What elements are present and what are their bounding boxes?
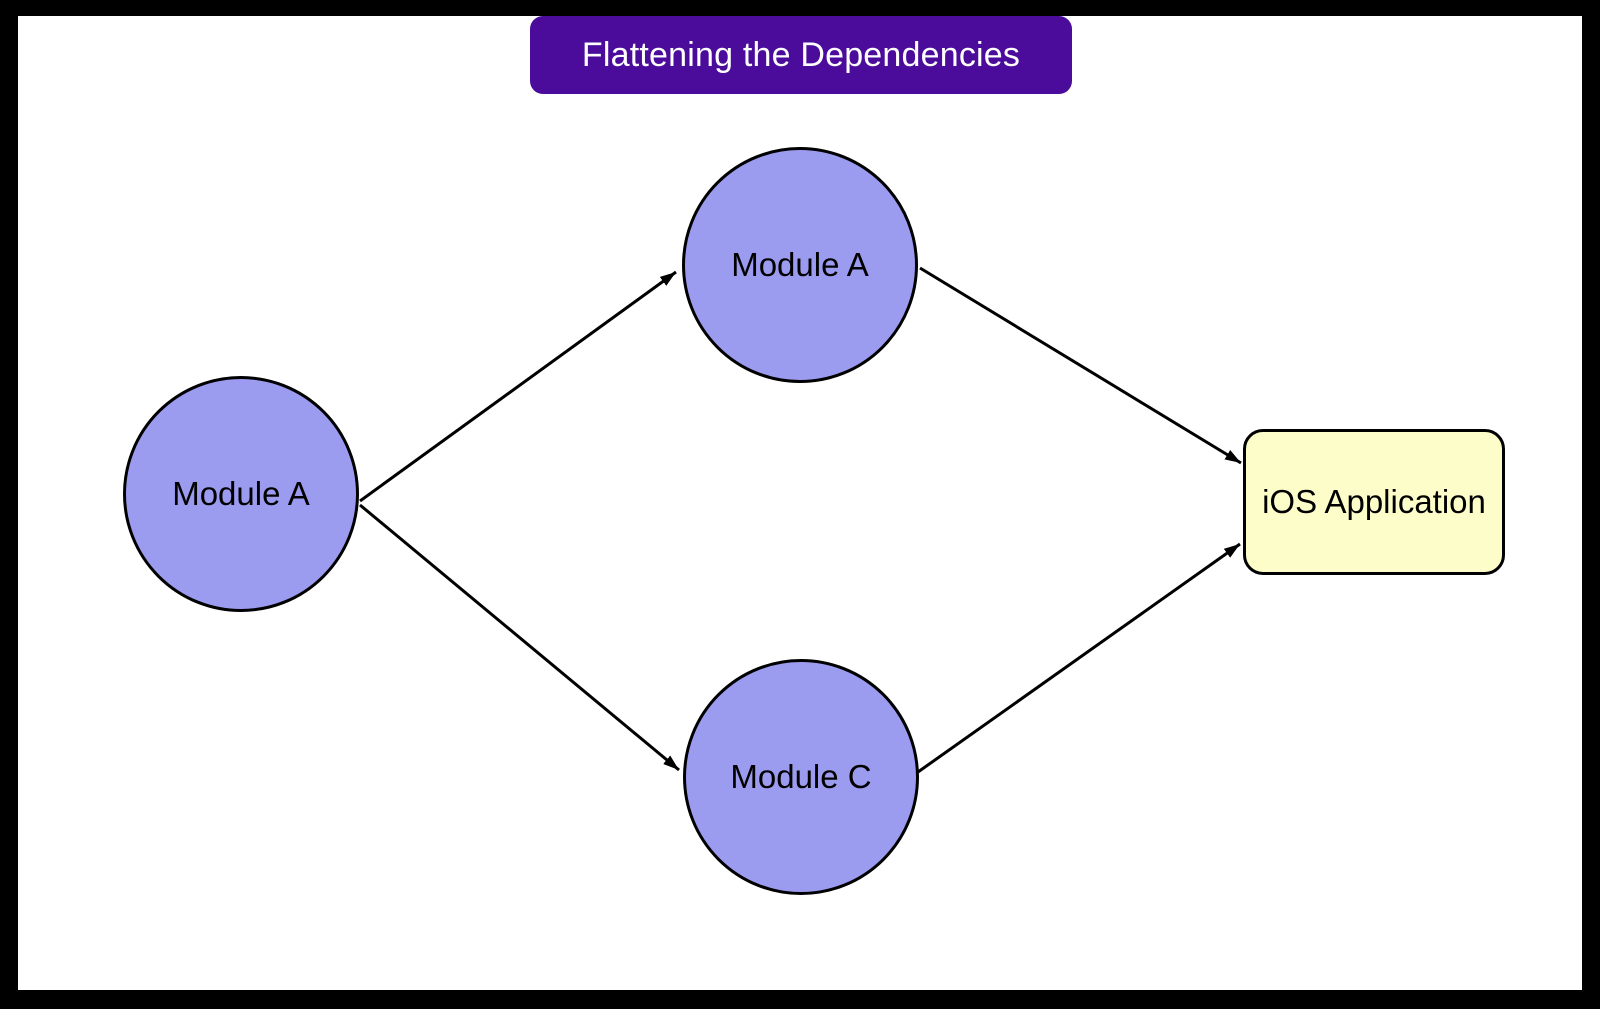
node-label: iOS Application — [1262, 483, 1486, 520]
node-module-a-left: Module A — [123, 376, 359, 612]
node-ios-application: iOS Application — [1243, 429, 1505, 575]
diagram-title: Flattening the Dependencies — [581, 35, 1021, 74]
node-label: Module A — [731, 246, 869, 283]
node-label: Module C — [730, 758, 872, 795]
node-module-a-top: Module A — [682, 147, 918, 383]
diagram-title-banner: Flattening the Dependencies — [530, 16, 1072, 94]
node-label: Module A — [172, 475, 310, 512]
node-module-c: Module C — [683, 659, 919, 895]
